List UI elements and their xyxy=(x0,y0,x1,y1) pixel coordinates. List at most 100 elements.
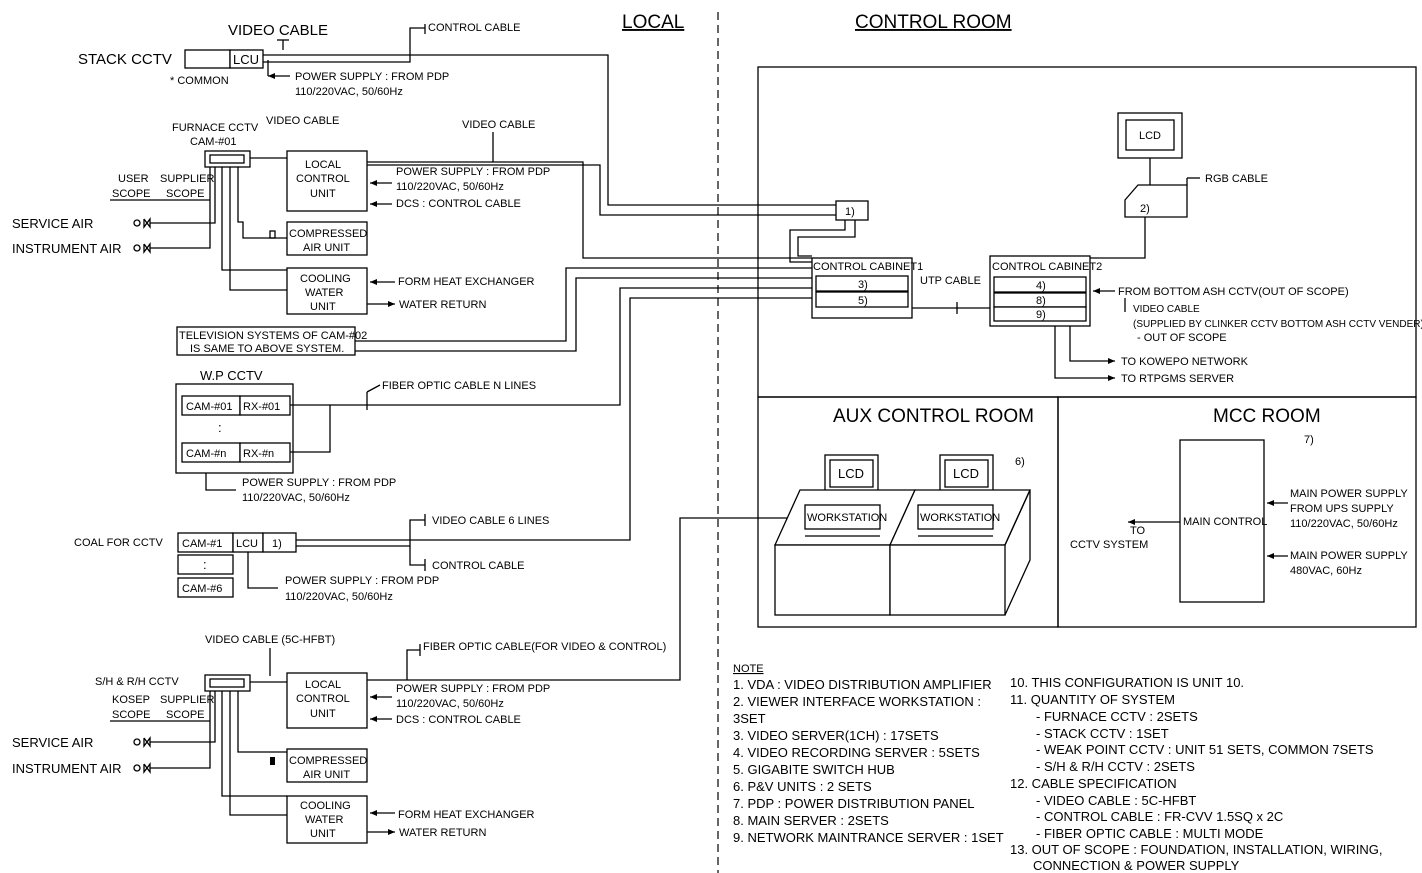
sh-cooling-3: UNIT xyxy=(310,828,336,840)
furnace-user-scope-2: SCOPE xyxy=(112,188,151,200)
sh-video-cable-label: VIDEO CABLE (5C-HFBT) xyxy=(205,634,335,646)
coal-power-1: POWER SUPPLY : FROM PDP xyxy=(285,575,439,587)
workstation-1-label: WORKSTATION xyxy=(807,512,887,524)
to-cctv-system-2: CCTV SYSTEM xyxy=(1070,539,1148,551)
sh-cooling-water-unit xyxy=(286,795,368,844)
aux-control-room-header: AUX CONTROL ROOM xyxy=(833,406,1034,427)
sh-compressed-2: AIR UNIT xyxy=(303,769,350,781)
sh-camera xyxy=(204,674,251,692)
control-room-header: CONTROL ROOM xyxy=(855,12,1012,33)
furnace-video-cable-label: VIDEO CABLE xyxy=(266,115,339,127)
note-right-0: 10. THIS CONFIGURATION IS UNIT 10. xyxy=(1010,675,1244,690)
stack-cctv-label: STACK CCTV xyxy=(78,51,172,68)
wp-power-1: POWER SUPPLY : FROM PDP xyxy=(242,477,396,489)
control-room-group: 1) LCD 2) RGB CABLE CONTROL CABINET1 3) … xyxy=(757,66,1422,628)
control-cabinet-2-label: CONTROL CABINET2 xyxy=(992,261,1102,273)
rgb-cable-label: RGB CABLE xyxy=(1205,173,1268,185)
note-left-0: 1. VDA : VIDEO DISTRIBUTION AMPLIFIER xyxy=(733,677,992,692)
sh-rh-cctv-group: VIDEO CABLE (5C-HFBT) FIBER OPTIC CABLE(… xyxy=(12,517,808,844)
note-right-8: - CONTROL CABLE : FR-CVV 1.5SQ x 2C xyxy=(1036,809,1283,824)
furnace-camera xyxy=(204,150,251,168)
mcc-room-header: MCC ROOM xyxy=(1213,406,1321,427)
utp-cable-label: UTP CABLE xyxy=(920,275,981,287)
note-right-6: 12. CABLE SPECIFICATION xyxy=(1010,776,1177,791)
note-left-8: 8. MAIN SERVER : 2SETS xyxy=(733,813,889,828)
stack-video-cable-label: VIDEO CABLE xyxy=(228,22,328,39)
television-note-1: TELEVISION SYSTEMS OF CAM-#02 xyxy=(179,330,367,342)
furnace-heat-exchanger: FORM HEAT EXCHANGER xyxy=(398,276,535,288)
stack-cctv-group: STACK CCTV VIDEO CABLE CONTROL CABLE LCU… xyxy=(78,22,836,206)
furnace-lcu-1: LOCAL xyxy=(305,159,341,171)
main-power-1: MAIN POWER SUPPLY xyxy=(1290,550,1408,562)
notes-title: NOTE xyxy=(733,663,764,675)
furnace-cam-label: CAM-#01 xyxy=(190,136,236,148)
furnace-cooling-1: COOLING xyxy=(300,273,351,285)
main-power-2: 480VAC, 60Hz xyxy=(1290,565,1362,577)
sh-compressed-1: COMPRESSED xyxy=(289,755,367,767)
note-right-3: - STACK CCTV : 1SET xyxy=(1036,726,1169,741)
workstation-2-lcd-label: LCD xyxy=(953,466,979,481)
ups-supply-2: FROM UPS SUPPLY xyxy=(1290,503,1394,515)
stack-camera xyxy=(184,49,231,69)
sh-water-return: WATER RETURN xyxy=(399,827,486,839)
sh-supplier-scope-1: SUPPLIER xyxy=(160,694,214,706)
workstation-2: LCD WORKSTATION xyxy=(888,454,1032,616)
cabinet-2-item-a: 4) xyxy=(1036,280,1046,292)
note-left-7: 7. PDP : POWER DISTRIBUTION PANEL xyxy=(733,796,975,811)
sh-rh-cctv-label: S/H & R/H CCTV xyxy=(95,676,179,688)
stack-control-cable-label: CONTROL CABLE xyxy=(428,22,521,34)
coal-cam-6: CAM-#6 xyxy=(182,583,222,595)
main-control-panel xyxy=(1179,439,1265,603)
sh-heat-exchanger: FORM HEAT EXCHANGER xyxy=(398,809,535,821)
sh-lcu-2: CONTROL xyxy=(296,693,350,705)
bottom-ash-out-of-scope: - OUT OF SCOPE xyxy=(1137,332,1227,344)
mcc-item-seven: 7) xyxy=(1304,434,1314,446)
furnace-supplier-scope-2: SCOPE xyxy=(166,188,205,200)
coal-cctv-label: COAL FOR CCTV xyxy=(74,537,163,549)
furnace-lcu-3: UNIT xyxy=(310,188,336,200)
aux-item-six: 6) xyxy=(1015,456,1025,468)
wp-fiber-label: FIBER OPTIC CABLE N LINES xyxy=(382,380,536,392)
sh-compressed-air-unit xyxy=(286,748,368,783)
sh-supplier-scope-2: SCOPE xyxy=(166,709,205,721)
box-1 xyxy=(835,200,869,221)
bottom-ash-label: FROM BOTTOM ASH CCTV(OUT OF SCOPE) xyxy=(1118,286,1349,298)
furnace-compressed-air-unit xyxy=(286,221,368,256)
furnace-cctv-label: FURNACE CCTV xyxy=(172,122,259,134)
wp-cam-n: CAM-#n xyxy=(186,448,226,460)
mcc-room-frame xyxy=(1057,396,1417,628)
wp-rx-1: RX-#01 xyxy=(243,401,280,413)
cabinet-1-item-a: 3) xyxy=(858,279,868,291)
furnace-service-air: SERVICE AIR xyxy=(12,216,93,231)
coal-dots: : xyxy=(203,557,207,572)
furnace-cooling-2: WATER xyxy=(305,287,344,299)
bottom-ash-supplied: (SUPPLIED BY CLINKER CCTV BOTTOM ASH CCT… xyxy=(1133,319,1422,330)
sh-kosep-scope-2: SCOPE xyxy=(112,709,151,721)
sh-fiber-label: FIBER OPTIC CABLE(FOR VIDEO & CONTROL) xyxy=(423,641,666,653)
workstation-1-lcd-label: LCD xyxy=(838,466,864,481)
control-cabinet-1-label: CONTROL CABINET1 xyxy=(813,261,923,273)
note-right-4: - WEAK POINT CCTV : UNIT 51 SETS, COMMON… xyxy=(1036,742,1374,757)
television-note-group: TELEVISION SYSTEMS OF CAM-#02 IS SAME TO… xyxy=(176,267,812,356)
to-rtpgms-label: TO RTPGMS SERVER xyxy=(1121,373,1234,385)
ups-supply-3: 110/220VAC, 50/60Hz xyxy=(1290,518,1398,530)
wp-cctv-label: W.P CCTV xyxy=(200,368,263,383)
to-cctv-system-1: TO xyxy=(1130,525,1146,537)
notes-group: NOTE 1. VDA : VIDEO DISTRIBUTION AMPLIFI… xyxy=(733,663,1382,873)
sh-service-air: SERVICE AIR xyxy=(12,735,93,750)
furnace-power-1: POWER SUPPLY : FROM PDP xyxy=(396,166,550,178)
coal-lcu-label: LCU xyxy=(236,538,258,550)
sh-local-control-unit xyxy=(286,672,368,729)
cabinet-1-item-b: 5) xyxy=(858,295,868,307)
wp-power-2: 110/220VAC, 50/60Hz xyxy=(242,492,350,504)
sh-cooling-1: COOLING xyxy=(300,800,351,812)
main-control-label: MAIN CONTROL xyxy=(1183,516,1267,528)
television-note-2: IS SAME TO ABOVE SYSTEM. xyxy=(190,343,344,355)
sh-kosep-scope-1: KOSEP xyxy=(112,694,150,706)
coal-cctv-group: COAL FOR CCTV CAM-#1 LCU 1) : CAM-#6 VID… xyxy=(74,297,812,603)
sh-lcu-1: LOCAL xyxy=(305,679,341,691)
lcd-monitor-label: LCD xyxy=(1139,130,1161,142)
stack-power-2: 110/220VAC, 50/60Hz xyxy=(295,86,403,98)
coal-one-label: 1) xyxy=(272,538,282,550)
